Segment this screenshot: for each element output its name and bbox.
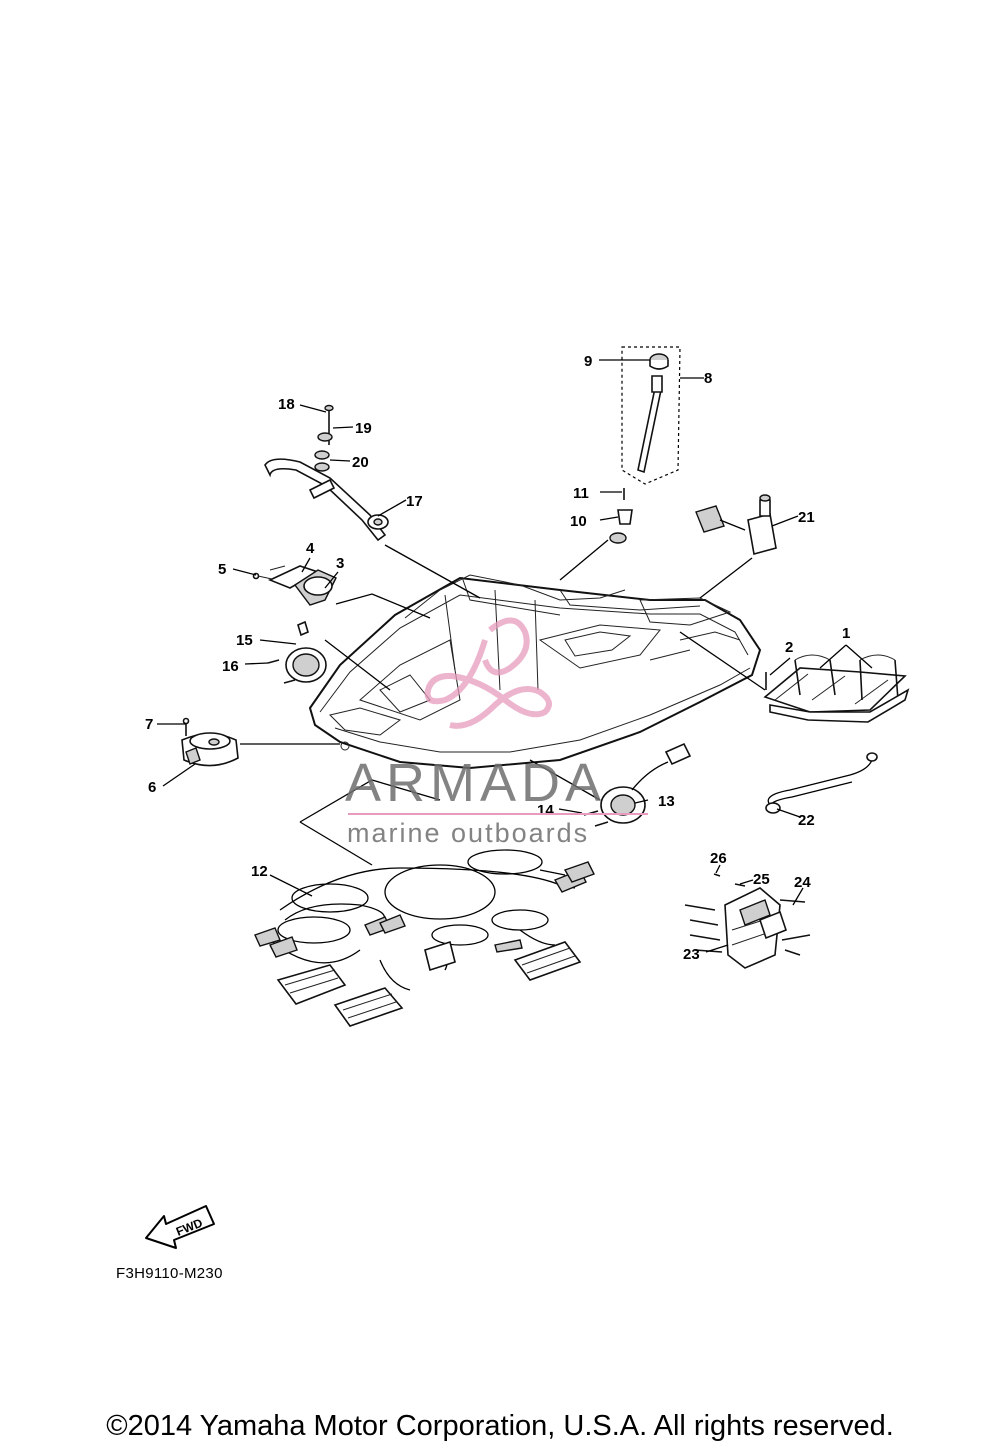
part-22-cable [765,752,878,814]
part-15-vent [285,620,327,683]
callout-22: 22 [798,812,815,829]
callout-23: 23 [683,946,700,963]
part-25-nut [734,883,746,887]
part-3-4-5-fitting [252,565,337,606]
part-6-bow-fitting [181,732,239,767]
callout-25: 25 [753,871,770,888]
callout-17: 17 [406,493,423,510]
callout-24: 24 [794,874,811,891]
part-9-cap [649,353,669,370]
part-20-washer [314,450,330,472]
part-1-battery-box [763,654,910,723]
callout-labels: 1 2 3 4 5 6 7 8 9 10 11 12 13 14 15 16 1… [145,353,850,963]
callout-16: 16 [222,658,239,675]
callout-5: 5 [218,561,226,578]
part-7-screw [182,717,190,736]
callout-10: 10 [570,513,587,530]
callout-19: 19 [355,420,372,437]
part-26-washer [713,873,721,877]
part-12-wire-harness [254,849,595,1027]
callout-26: 26 [710,850,727,867]
part-24-bolts [779,899,811,956]
part-16-screws [267,659,296,684]
callout-13: 13 [658,793,675,810]
part-10-fitting [609,509,633,544]
callout-7: 7 [145,716,153,733]
part-8-tube-assembly [621,346,681,485]
callout-8: 8 [704,370,712,387]
watermark-brand: ARMADA [345,753,607,813]
part-23-fasteners [684,904,723,953]
reference-code: F3H9110-M230 [116,1265,223,1282]
leader-lines [157,359,873,953]
callout-12: 12 [251,863,268,880]
callout-2: 2 [785,639,793,656]
callout-18: 18 [278,396,295,413]
callout-9: 9 [584,353,592,370]
part-17-rail [264,458,389,542]
callout-11: 11 [573,485,589,502]
callout-6: 6 [148,779,156,796]
callout-15: 15 [236,632,253,649]
watermark-tagline: marine outboards [347,818,590,848]
callout-20: 20 [352,454,369,471]
boat-hull-drawing [308,574,762,770]
callout-21: 21 [798,509,815,526]
callout-4: 4 [306,540,315,557]
part-13-sensor [600,742,692,824]
watermark-logo-mark [424,617,552,729]
callout-3: 3 [336,555,344,572]
fwd-arrow-icon: FWD [145,1205,215,1249]
part-19-washer [317,432,333,442]
copyright-notice: ©2014 Yamaha Motor Corporation, U.S.A. A… [106,1410,894,1442]
part-23-control-box [724,887,787,969]
watermark-divider [348,813,648,815]
callout-1: 1 [842,625,850,642]
part-21-switch [695,494,777,556]
